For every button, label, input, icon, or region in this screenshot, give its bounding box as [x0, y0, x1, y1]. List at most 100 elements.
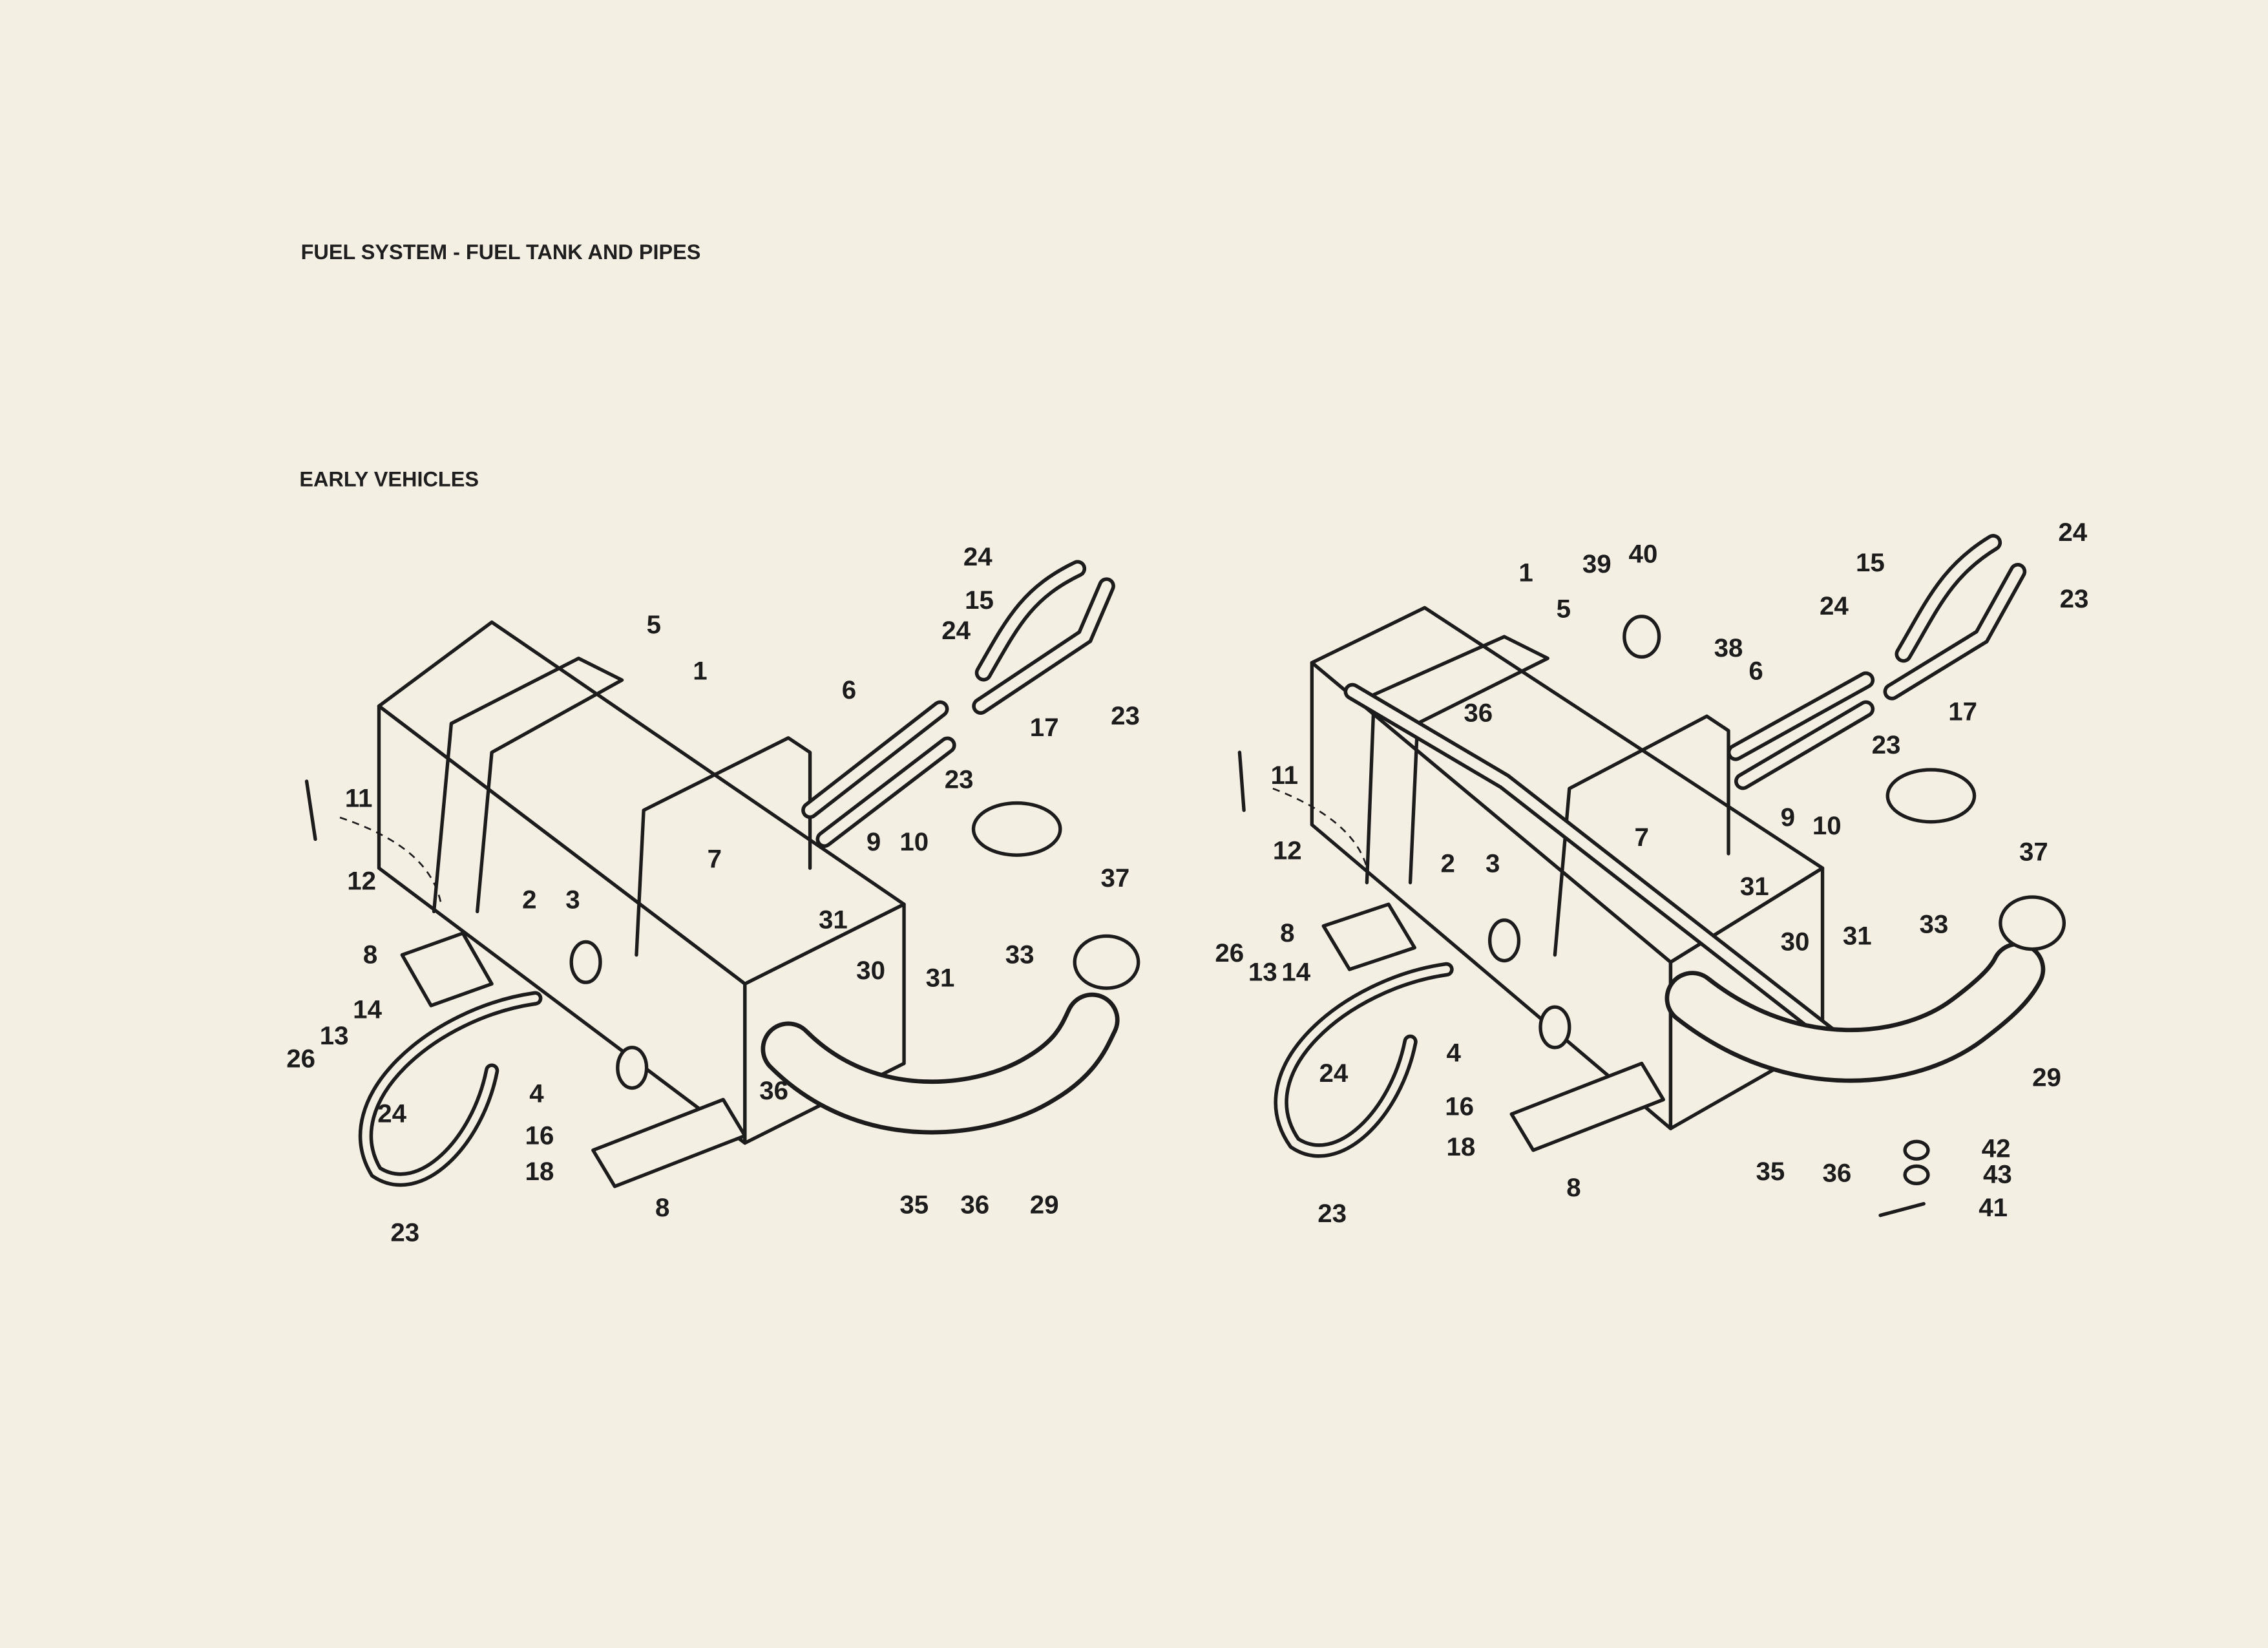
part-label: 31 [1843, 921, 1872, 950]
tank-strap-rear [1553, 714, 1730, 957]
part-label: 23 [1111, 701, 1140, 730]
part-label: 8 [655, 1193, 669, 1222]
part-label: 40 [1629, 539, 1658, 568]
part-label: 24 [2058, 518, 2087, 547]
part-label: 5 [1557, 594, 1571, 623]
part-label: 43 [1983, 1160, 2012, 1189]
part-label: 24 [1820, 591, 1849, 620]
section-title: EARLY VEHICLES [299, 467, 479, 491]
part-label: 23 [2060, 584, 2089, 613]
left-part-labels: 5 1 24 15 24 6 17 23 23 11 9 10 12 7 37 … [286, 542, 1140, 1247]
clip [1622, 615, 1661, 659]
part-label: 24 [963, 542, 992, 571]
tank-strap-front [432, 657, 624, 914]
fuel-feed-hoses [358, 940, 649, 1187]
part-label: 30 [856, 956, 885, 985]
tank-strap-rear [635, 736, 812, 957]
part-label: 4 [529, 1079, 544, 1108]
part-label: 7 [1635, 823, 1649, 852]
packing-strip [591, 1097, 747, 1188]
part-label: 23 [1872, 730, 1901, 759]
washer [1903, 1164, 1930, 1185]
left-fuel-tank-diagram: 5 1 24 15 24 6 17 23 23 11 9 10 12 7 37 … [286, 542, 1140, 1247]
part-label: 23 [1318, 1199, 1347, 1228]
packing-strip [400, 931, 494, 1008]
part-label: 26 [1215, 938, 1244, 967]
part-label: 29 [2032, 1063, 2061, 1092]
part-label: 31 [926, 963, 955, 992]
part-label: 23 [945, 765, 974, 794]
part-label: 16 [525, 1121, 554, 1150]
part-label: 17 [1948, 697, 1977, 726]
part-label: 10 [1812, 811, 1842, 840]
part-label: 15 [965, 586, 994, 615]
part-label: 3 [565, 885, 580, 914]
part-label: 12 [1273, 836, 1302, 865]
part-label: 5 [647, 610, 661, 639]
part-label: 23 [390, 1218, 419, 1247]
bolt [304, 779, 317, 841]
part-label: 2 [1441, 849, 1455, 878]
part-label: 6 [842, 675, 856, 704]
part-label: 15 [1856, 548, 1885, 577]
part-label: 9 [1781, 803, 1795, 832]
part-label: 36 [960, 1190, 989, 1220]
packing-strip [1509, 1061, 1665, 1152]
part-label: 8 [1566, 1173, 1580, 1202]
fuel-tank [1310, 606, 1825, 1130]
part-label: 9 [866, 827, 881, 856]
part-label: 41 [1979, 1193, 2008, 1222]
part-label: 13 [320, 1021, 349, 1050]
part-label: 33 [1005, 940, 1034, 969]
part-label: 4 [1447, 1039, 1462, 1068]
filler-seal [971, 801, 1062, 857]
part-label: 31 [1740, 872, 1769, 901]
part-label: 14 [353, 995, 382, 1024]
part-label: 38 [1714, 633, 1743, 662]
part-label: 7 [708, 845, 722, 874]
part-label: 29 [1030, 1190, 1059, 1220]
packing-strip [1321, 902, 1416, 971]
filler-neck [761, 801, 1140, 1135]
page-title: FUEL SYSTEM - FUEL TANK AND PIPES [301, 240, 701, 264]
part-label: 35 [1756, 1157, 1785, 1186]
part-label: 12 [347, 866, 376, 895]
part-label: 10 [899, 827, 929, 856]
part-label: 14 [1281, 957, 1310, 986]
tank-strap-front [1365, 635, 1549, 885]
part-label: 3 [1486, 849, 1500, 878]
part-label: 35 [899, 1190, 929, 1220]
fuel-pipes [801, 560, 1115, 848]
part-label: 24 [377, 1099, 406, 1128]
filler-neck [1664, 768, 2066, 1083]
part-label: 37 [2019, 838, 2048, 867]
part-label: 8 [363, 940, 377, 969]
part-label: 11 [1271, 761, 1299, 790]
right-part-labels: 1 39 40 24 15 5 23 24 38 6 36 17 23 11 7… [1215, 518, 2088, 1228]
bolt [1878, 1201, 1926, 1218]
part-label: 36 [1464, 699, 1493, 728]
part-label: 11 [345, 784, 373, 813]
part-label: 37 [1100, 863, 1129, 893]
filler-seal [1885, 768, 1977, 824]
part-label: 39 [1582, 549, 1612, 578]
part-label: 13 [1248, 957, 1277, 986]
filler-cap [1073, 934, 1140, 990]
part-label: 33 [1919, 909, 1948, 938]
fuel-pipes [1727, 534, 2027, 790]
part-label: 17 [1030, 713, 1059, 742]
part-label: 2 [522, 885, 536, 914]
bolt [1237, 750, 1246, 812]
part-label: 8 [1280, 918, 1294, 947]
washer [1903, 1139, 1930, 1161]
part-label: 1 [1518, 558, 1533, 587]
right-fuel-tank-diagram: 1 39 40 24 15 5 23 24 38 6 36 17 23 11 7… [1215, 518, 2088, 1228]
part-label: 6 [1748, 657, 1763, 686]
filler-cap [1999, 895, 2066, 951]
part-label: 42 [1982, 1134, 2011, 1163]
fuel-feed-hoses [1274, 918, 1571, 1158]
part-label: 31 [819, 905, 848, 935]
part-label: 1 [693, 657, 707, 686]
